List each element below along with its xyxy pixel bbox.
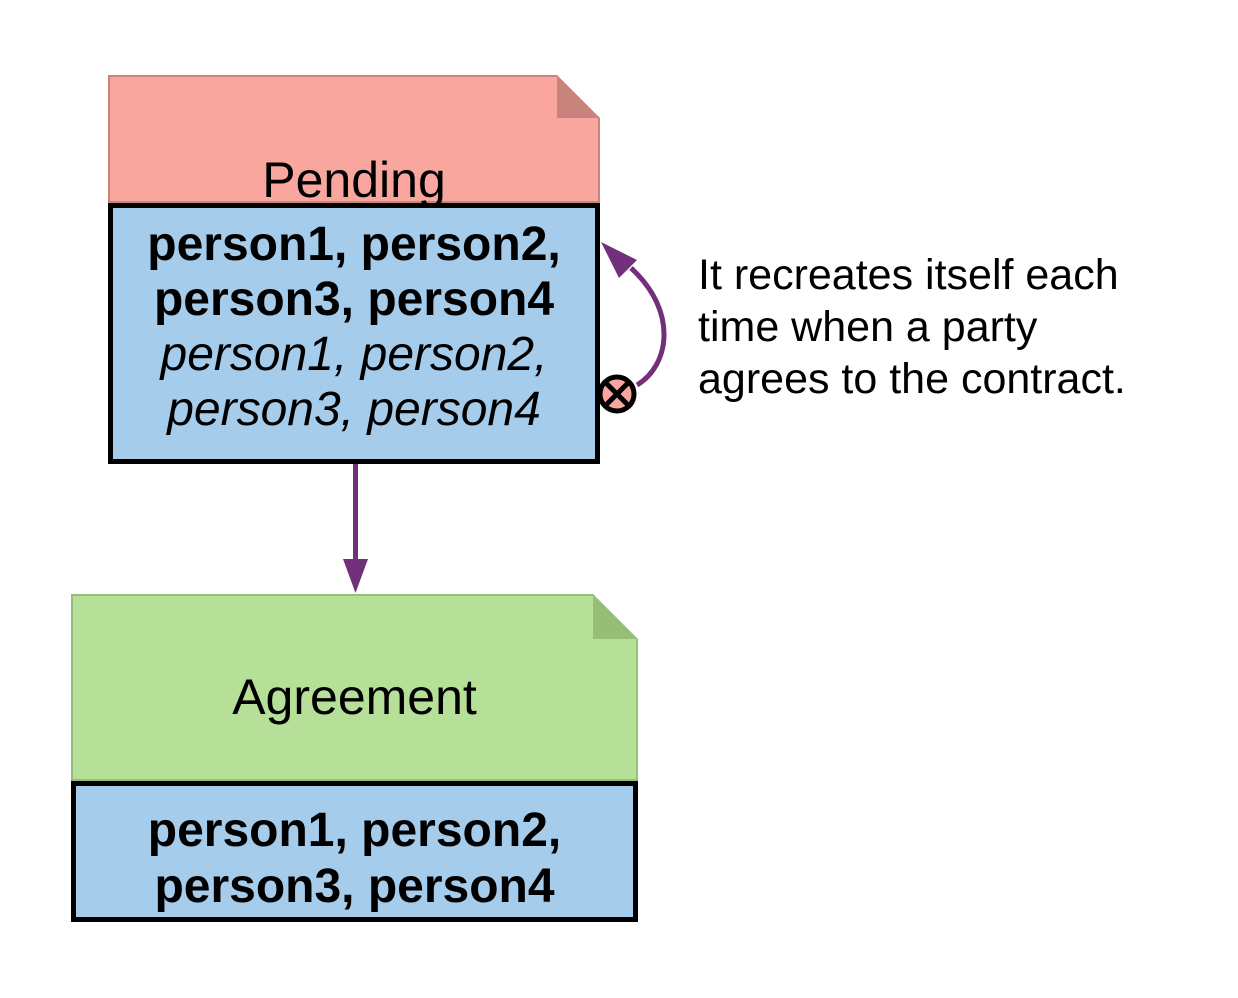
observer-line: person3, person4: [167, 383, 541, 436]
pending-contract-node: Pending person1, person2, person3, perso…: [108, 75, 600, 464]
agreement-title: Agreement: [232, 669, 477, 725]
circled-x-icon: [597, 374, 637, 414]
signatory-line: person3, person4: [153, 273, 555, 326]
agreement-body: person1, person2, person3, person4: [71, 781, 638, 922]
circled-x-stroke: [603, 380, 631, 408]
annotation-text: It recreates itself each time when a par…: [698, 249, 1126, 405]
pending-header: Pending: [108, 75, 600, 203]
signatory-line: person1, person2,: [147, 804, 562, 857]
self-loop-arrow: [629, 266, 667, 388]
folded-corner-icon: [593, 594, 638, 639]
annotation-line: It recreates itself each: [698, 251, 1119, 299]
pending-body: person1, person2, person3, person4 perso…: [108, 203, 600, 464]
signatory-line: person1, person2,: [147, 218, 561, 271]
transition-arrowhead: [343, 559, 368, 593]
folded-corner-icon: [557, 75, 600, 118]
self-loop-arrowhead: [601, 242, 637, 278]
agreement-header: Agreement: [71, 594, 638, 781]
annotation-line: time when a party: [698, 303, 1038, 351]
agreement-contract-node: Agreement person1, person2, person3, per…: [71, 594, 638, 922]
circled-x-ring: [597, 374, 637, 414]
pending-title: Pending: [262, 152, 446, 208]
signatory-line: person3, person4: [154, 860, 555, 913]
annotation-line: agrees to the contract.: [698, 355, 1126, 403]
observer-line: person1, person2,: [160, 328, 548, 381]
circled-x-stroke: [603, 380, 631, 408]
